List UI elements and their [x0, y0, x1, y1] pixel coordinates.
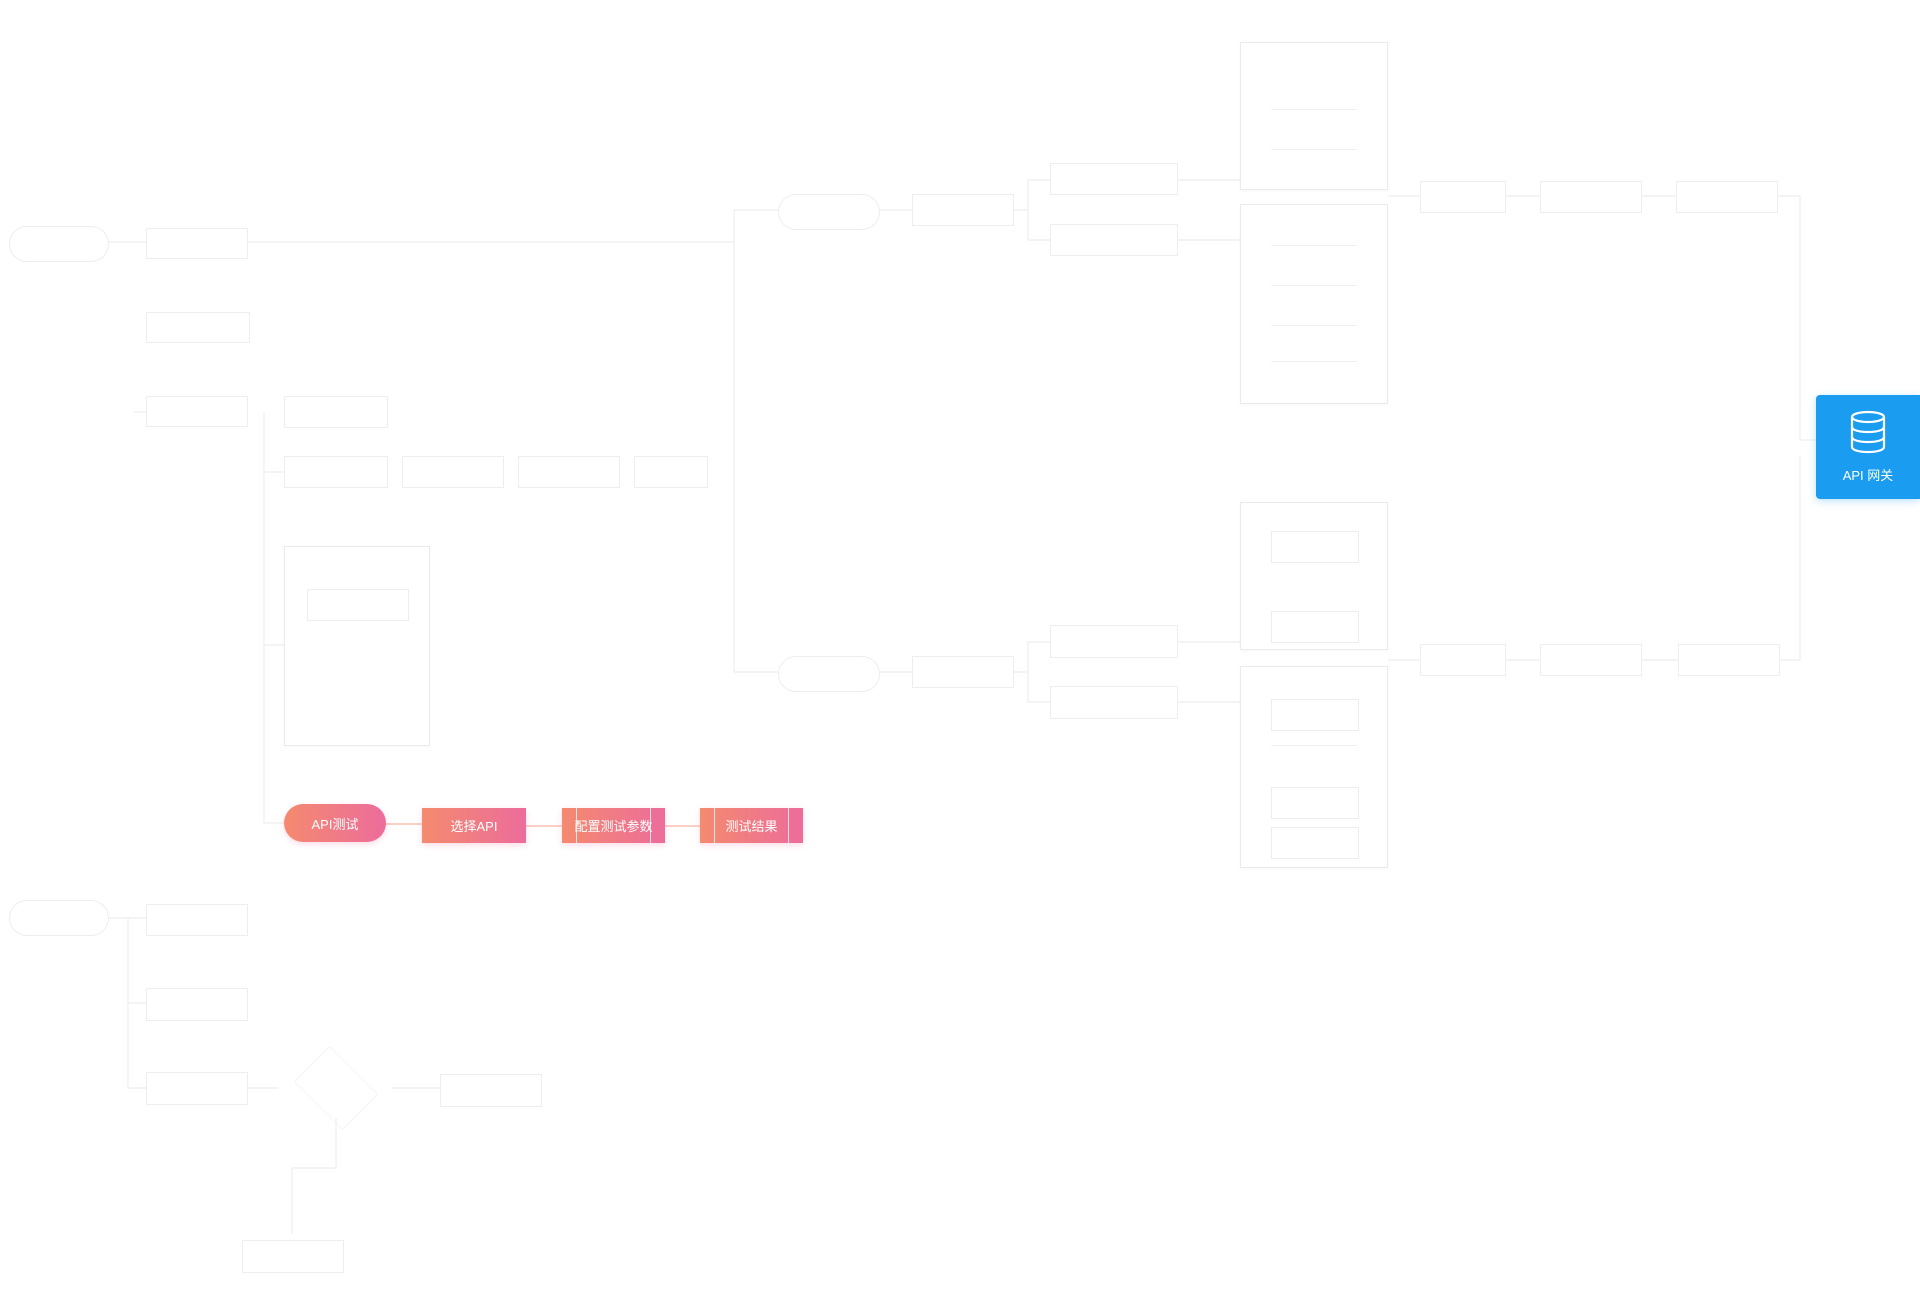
list-panel-ghost — [1240, 502, 1388, 650]
process-node-ghost — [1676, 181, 1778, 213]
decision-node-ghost — [294, 1046, 378, 1130]
list-panel-ghost — [1240, 204, 1388, 404]
process-node-ghost — [1050, 686, 1178, 719]
process-node-ghost — [284, 396, 388, 428]
process-node-ghost — [1540, 181, 1642, 213]
configure-params-label: 配置测试参数 — [574, 819, 653, 834]
process-node-ghost — [146, 396, 248, 427]
database-icon — [1849, 410, 1887, 459]
process-node-ghost — [242, 1240, 344, 1273]
process-node-ghost — [1420, 181, 1506, 213]
process-node-ghost — [284, 456, 388, 488]
process-node-ghost — [146, 1072, 248, 1105]
process-node-ghost — [1050, 163, 1178, 195]
process-node-ghost — [146, 988, 248, 1021]
api-gateway-node[interactable]: API 网关 — [1816, 395, 1920, 499]
api-test-label: API测试 — [311, 816, 359, 832]
process-node-ghost — [146, 904, 248, 936]
select-api-step[interactable]: 选择API — [422, 808, 526, 843]
configure-params-step[interactable]: 配置测试参数 — [562, 808, 665, 843]
process-node-ghost — [1050, 224, 1178, 256]
branch-node-ghost — [778, 194, 880, 230]
process-node-ghost — [634, 456, 708, 488]
list-panel-ghost — [1240, 42, 1388, 190]
select-api-label: 选择API — [450, 819, 498, 834]
test-result-step[interactable]: 测试结果 — [700, 808, 803, 843]
panel-node-ghost — [284, 546, 430, 746]
start-node-ghost — [9, 226, 109, 262]
api-test-start-node[interactable]: API测试 — [284, 804, 386, 842]
process-node-ghost — [912, 194, 1014, 226]
api-gateway-label: API 网关 — [1842, 468, 1894, 483]
process-node-ghost — [146, 312, 250, 343]
list-panel-ghost — [1240, 666, 1388, 868]
process-node-ghost — [518, 456, 620, 488]
process-node-ghost — [440, 1074, 542, 1107]
process-node-ghost — [912, 656, 1014, 688]
process-node-ghost — [1050, 625, 1178, 658]
process-node-ghost — [1420, 644, 1506, 676]
start-node-ghost — [9, 900, 109, 936]
process-node-ghost — [146, 228, 248, 259]
process-node-ghost — [1540, 644, 1642, 676]
branch-node-ghost — [778, 656, 880, 692]
process-node-ghost — [1678, 644, 1780, 676]
process-node-ghost — [402, 456, 504, 488]
test-result-label: 测试结果 — [725, 819, 778, 834]
